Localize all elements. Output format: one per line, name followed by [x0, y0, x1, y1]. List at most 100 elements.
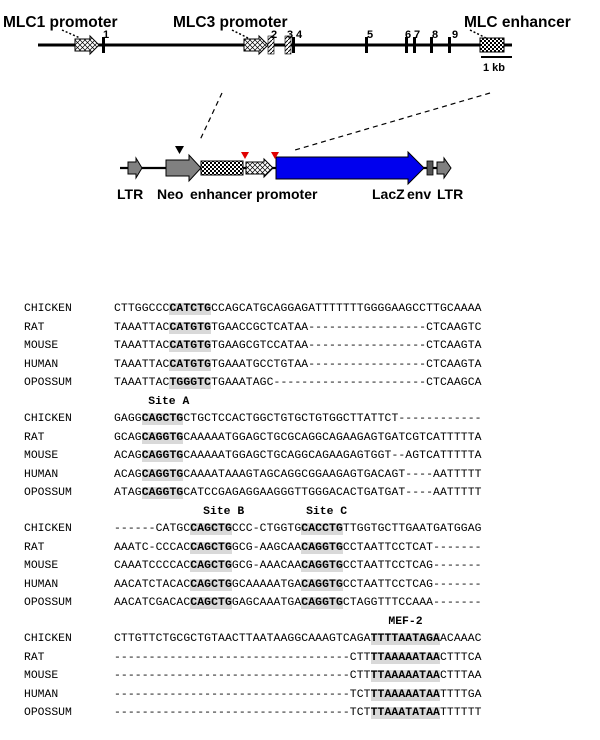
sequence-segment: TAAATTAC — [114, 321, 170, 334]
species-name: MOUSE — [24, 340, 59, 353]
neo-arrow — [165, 153, 202, 183]
alignment-row: OPOSSUM ---------------------------------… — [24, 704, 482, 723]
species-name: CHICKEN — [24, 632, 72, 645]
highlighted-motif: CAGCTG — [141, 412, 184, 425]
alignment-row: OPOSSUM ATAGCAGGTGCATCCGAGAGGAAGGGTTGGGAC… — [24, 484, 482, 503]
highlighted-motif: TTAAAAATAA — [370, 688, 440, 701]
sequence-segment: ------CATGC — [114, 522, 191, 535]
highlighted-motif: CAGGTG — [141, 431, 184, 444]
exon-4-label: 4 — [296, 29, 303, 41]
sequence: CTTGGCCCCATCTGCCAGCATGCAGGAGATTTTTTTGGGG… — [114, 300, 482, 319]
sequence: CAAATCCCCACCAGCTGGCG-AAACAACAGGTGCCTAATT… — [114, 557, 482, 576]
exon-5 — [365, 37, 368, 53]
highlighted-motif: CATCTG — [169, 303, 212, 315]
sequence-segment: CTTTAA — [439, 670, 482, 683]
species-name: HUMAN — [24, 468, 59, 481]
scale-bar-label: 1 kb — [483, 62, 505, 74]
exon-1 — [102, 37, 105, 53]
highlighted-motif: CACCTG — [301, 522, 343, 535]
sequence-segment: ATAG — [114, 487, 142, 500]
highlighted-motif: TTAAAAATAA — [370, 651, 440, 664]
sequence-segment: CTAGGTTTCCAAA------- — [342, 597, 482, 610]
highlighted-motif: TTAAATATAA — [370, 707, 440, 720]
sequence: GCAGCAGGTGCAAAAATGGAGCTGCGCAGGCAGAAGAGTG… — [114, 429, 482, 448]
lacz-arrow — [275, 150, 425, 186]
mlc-enhancer-box — [479, 37, 505, 53]
construct-lacz-label: LacZ — [372, 186, 405, 202]
enhancer-leader — [469, 29, 487, 39]
sequence: TAAATTACTGGGTCTGAAATAGC-----------------… — [114, 374, 482, 393]
species-name: MOUSE — [24, 670, 59, 683]
species-name: OPOSSUM — [24, 597, 72, 610]
sequence-segment: CTTGGCCC — [114, 303, 170, 315]
mlc1-promoter-label: MLC1 promoter — [3, 14, 118, 31]
sequence-segment: CAAAAATGGAGCTGCGCAGGCAGAAGAGTGATCGTCATTT… — [183, 431, 482, 444]
site-label: Site C — [306, 505, 348, 518]
sequence-segment: CAAAAATGGAGCTGCAGGCAGAAGAGTGGT--AGTCATTT… — [183, 450, 482, 463]
sequence: TAAATTACCATGTGTGAAATGCCTGTAA------------… — [114, 356, 482, 375]
highlighted-motif: CAGGTG — [141, 468, 184, 481]
species-name: CHICKEN — [24, 303, 72, 315]
sequence-segment: ----------------------------------TCT — [114, 707, 371, 720]
env-block — [426, 160, 434, 176]
species-name: RAT — [24, 321, 45, 334]
sequence-segment: CTTGTTCTGCGCTGTAACTTAATAAGGCAAAGTCAGA — [114, 632, 371, 645]
alignment-row: RAT ----------------------------------CTT… — [24, 649, 482, 668]
exon-1-label: 1 — [103, 29, 109, 41]
mlc-enhancer-label: MLC enhancer — [464, 14, 571, 31]
sequence-segment: TTGGTGCTTGAATGATGGAG — [342, 522, 482, 535]
alignment-row: MOUSE----------------------------------C… — [24, 667, 482, 686]
alignment-block: CHICKEN CTTGGCCCCATCTGCCAGCATGCAGGAGATTTT… — [24, 300, 482, 393]
construct-promoter-label: promoter — [256, 186, 318, 202]
sequence-segment: TAAATTAC — [114, 377, 170, 390]
mlc1-promoter-arrow — [74, 34, 100, 56]
promoter-projection-line — [199, 92, 223, 141]
sequence: ACAGCAGGTGCAAAATAAAGTAGCAGGCGGAAGAGTGACA… — [114, 466, 482, 485]
sequence: TAAATTACCATGTGTGAACCGCTCATAA------------… — [114, 319, 482, 338]
sequence-segment: ----------------------------------CTT — [114, 651, 371, 664]
species-name: RAT — [24, 651, 45, 664]
highlighted-motif: CAGGTG — [301, 597, 343, 610]
construct-ltr-right-label: LTR — [437, 186, 463, 202]
highlighted-motif: CAGCTG — [190, 522, 232, 535]
sequence: CTTGTTCTGCGCTGTAACTTAATAAGGCAAAGTCAGATTT… — [114, 630, 482, 649]
sequence: ------CATGCCAGCTGCCC-CTGGTGCACCTGTTGGTGC… — [114, 520, 482, 539]
exon-6-label: 6 — [405, 29, 411, 41]
alignment-row: RAT TAAATTACCATGTGTGAACCGCTCATAA---------… — [24, 319, 482, 338]
ltr-left-arrow — [127, 156, 143, 180]
highlighted-motif: CAGCTG — [190, 541, 232, 554]
species-name: HUMAN — [24, 578, 59, 591]
construct-promoter-arrow — [245, 157, 274, 179]
species-name: OPOSSUM — [24, 707, 72, 720]
highlighted-motif: CATGTG — [169, 321, 212, 334]
sequence: ATAGCAGGTGCATCCGAGAGGAAGGGTTGGGACACTGATG… — [114, 484, 482, 503]
highlighted-motif: CAGGTG — [301, 560, 343, 573]
highlighted-motif: CAGCTG — [190, 597, 232, 610]
exon-4 — [292, 37, 295, 53]
exon-2 — [267, 35, 275, 55]
alignment-row: HUMAN AACATCTACACCAGCTGGCAAAAATGACAGGTGCC… — [24, 576, 482, 595]
exon-3 — [284, 35, 292, 55]
sequence-segment: AACATCTACAC — [114, 578, 191, 591]
sequence-segment: GCAAAAATGA — [231, 578, 302, 591]
sequence: AAATC-CCCACCAGCTGGCG-AAGCAACAGGTGCCTAATT… — [114, 539, 482, 558]
sequence-segment: TGAAATGCCTGTAA-----------------CTCAAGTA — [211, 358, 482, 371]
sequence-segment: CCC-CTGGTG — [231, 522, 302, 535]
black-marker-triangle — [175, 146, 184, 154]
species-name: OPOSSUM — [24, 487, 72, 500]
alignment-row: CHICKEN CTTGTTCTGCGCTGTAACTTAATAAGGCAAAGT… — [24, 630, 482, 649]
sequence: AACATCTACACCAGCTGGCAAAAATGACAGGTGCCTAATT… — [114, 576, 482, 595]
highlighted-motif: CAGGTG — [301, 578, 343, 591]
sequence: ----------------------------------CTTTTA… — [114, 649, 482, 668]
highlighted-motif: TTTTAATAGA — [370, 632, 440, 645]
mlc3-leader — [231, 29, 249, 39]
exon-9-label: 9 — [452, 29, 458, 41]
highlighted-motif: CAGGTG — [301, 541, 343, 554]
